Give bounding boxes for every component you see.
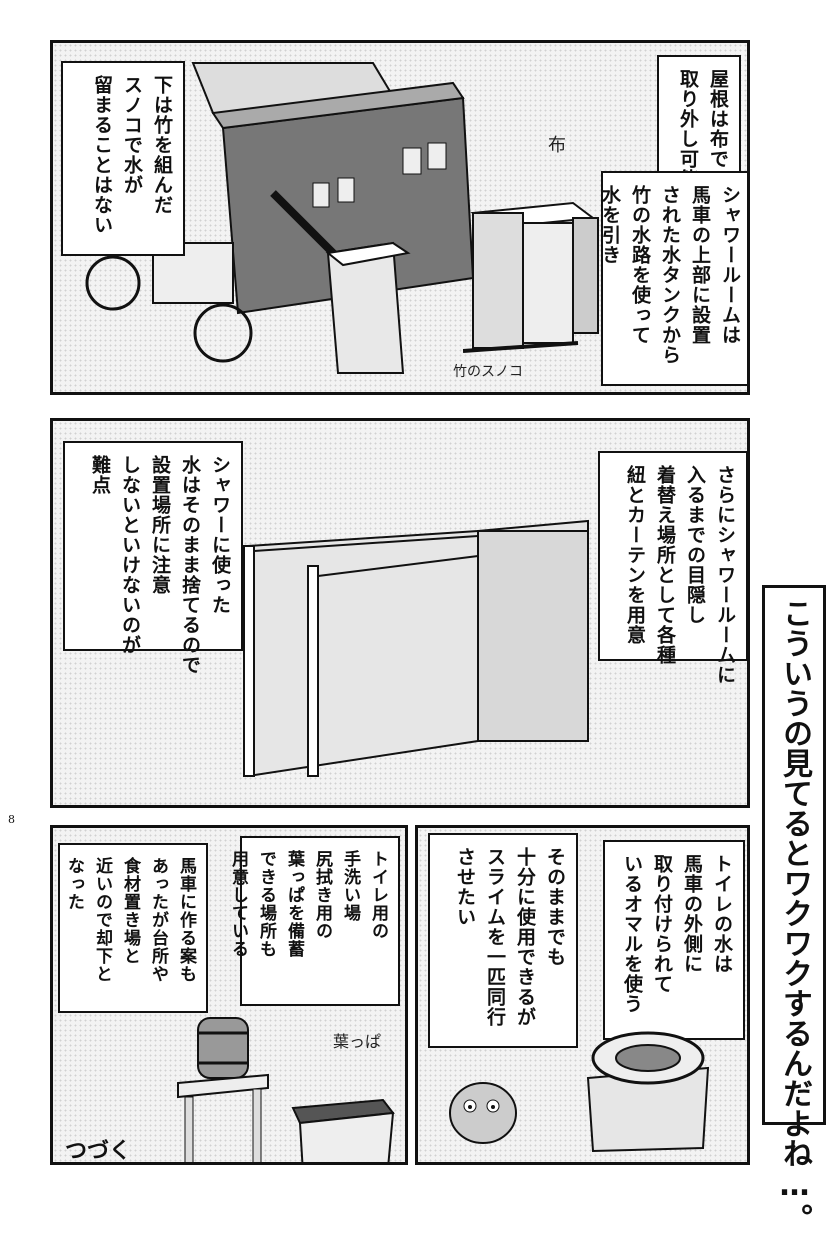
to-be-continued: つづく <box>65 1139 132 1164</box>
caption-line: 難点 <box>89 455 111 495</box>
label-sunoko: 竹のスノコ <box>453 364 523 380</box>
caption-line: 竹の水路を使って <box>629 185 651 345</box>
panel-wagon: 屋根は布で 取り外し可能 シャワールームは 馬車の上部に設置 された水タンクから… <box>50 40 750 395</box>
caption-line: 葉っぱを備蓄 <box>284 850 304 958</box>
caption-line: スノコで水が <box>121 75 143 195</box>
caption-line: シャワールームは <box>719 185 741 345</box>
caption-line: 留まることはない <box>91 75 113 235</box>
caption-line: スライムを一匹同行 <box>484 847 506 1027</box>
chamber-pot-illustration <box>586 1031 710 1153</box>
caption-water: シャワーに使った 水はそのまま捨てるので 設置場所に注意 しないといけないのが … <box>63 441 243 675</box>
caption-line: 食材置き場と <box>120 857 140 965</box>
caption-toilet-water: トイレの水は 馬車の外側に 取り付けられて いるオマルを使う <box>603 840 745 1040</box>
caption-line: 着替え場所として各種 <box>654 465 676 665</box>
caption-line: 取り付けられて <box>651 854 673 994</box>
caption-leaves: トイレ用の 手洗い場 尻拭き用の 葉っぱを備蓄 できる場所も 用意している <box>228 836 400 1006</box>
caption-line: できる場所も <box>256 850 276 958</box>
caption-kitchen: 馬車に作る案も あったが台所や 食材置き場と 近いので却下と なった <box>58 843 208 1013</box>
caption-line: 取り外し可能 <box>677 69 699 189</box>
caption-line: 設置場所に注意 <box>149 455 171 595</box>
caption-line: 下は竹を組んだ <box>151 75 173 215</box>
caption-line: 尻拭き用の <box>312 850 332 940</box>
caption-line: 手洗い場 <box>340 850 360 922</box>
caption-line: シャワーに使った <box>209 455 231 615</box>
caption-line: 入るまでの目隠し <box>684 465 706 625</box>
side-caption-text: こういうの見てるとワクワクするんだよね…。 <box>777 598 812 1233</box>
caption-line: 馬車の外側に <box>681 854 703 974</box>
caption-line: 馬車に作る案も <box>176 857 196 983</box>
caption-roof: 屋根は布で 取り外し可能 <box>657 55 741 189</box>
panel-curtain: さらにシャワールームに 入るまでの目隠し 着替え場所として各種 紐とカーテンを用… <box>50 418 750 808</box>
caption-line: 屋根は布で <box>707 69 729 169</box>
caption-sunoko: 下は竹を組んだ スノコで水が 留まることはない <box>61 61 185 256</box>
caption-line: 水はそのまま捨てるので <box>179 455 201 675</box>
label-cloth: 布 <box>548 135 566 156</box>
caption-line: トイレの水は <box>711 854 733 974</box>
caption-line: 紐とカーテンを用意 <box>624 465 646 645</box>
barrel-stand-illustration <box>177 1017 269 1162</box>
page-number: 8 <box>8 813 15 826</box>
wagon-illustration <box>85 62 475 374</box>
caption-line: しないといけないのが <box>119 455 141 655</box>
caption-line: そのままでも <box>544 847 566 967</box>
caption-line: いるオマルを使う <box>621 854 643 1014</box>
slime-illustration <box>449 1082 517 1144</box>
leaf-box-illustration <box>291 1098 395 1162</box>
label-leaves: 葉っぱ <box>333 1032 382 1051</box>
panel-toilet: トイレの水は 馬車の外側に 取り付けられて いるオマルを使う そのままでも 十分… <box>415 825 750 1165</box>
caption-line: 水を引き <box>599 185 621 265</box>
caption-line: あったが台所や <box>148 857 168 983</box>
caption-line: 用意している <box>228 850 248 958</box>
caption-line: さらにシャワールームに <box>714 465 736 685</box>
caption-line: 近いので却下と <box>92 857 112 983</box>
caption-line: 十分に使用できるが <box>514 847 536 1027</box>
panel-washstand: トイレ用の 手洗い場 尻拭き用の 葉っぱを備蓄 できる場所も 用意している 馬車… <box>50 825 408 1165</box>
curtain-enclosure-illustration <box>243 519 589 778</box>
side-caption: こういうの見てるとワクワクするんだよね…。 <box>762 585 826 1233</box>
caption-line: 馬車の上部に設置 <box>689 185 711 345</box>
caption-shower: シャワールームは 馬車の上部に設置 された水タンクから 竹の水路を使って 水を引… <box>599 171 747 386</box>
caption-line: させたい <box>454 847 476 927</box>
caption-line: された水タンクから <box>659 185 681 365</box>
caption-curtain: さらにシャワールームに 入るまでの目隠し 着替え場所として各種 紐とカーテンを用… <box>598 451 747 685</box>
caption-slime: そのままでも 十分に使用できるが スライムを一匹同行 させたい <box>428 833 578 1048</box>
caption-line: トイレ用の <box>368 850 388 940</box>
shower-booth-illustration <box>463 201 599 353</box>
caption-line: なった <box>64 857 84 911</box>
